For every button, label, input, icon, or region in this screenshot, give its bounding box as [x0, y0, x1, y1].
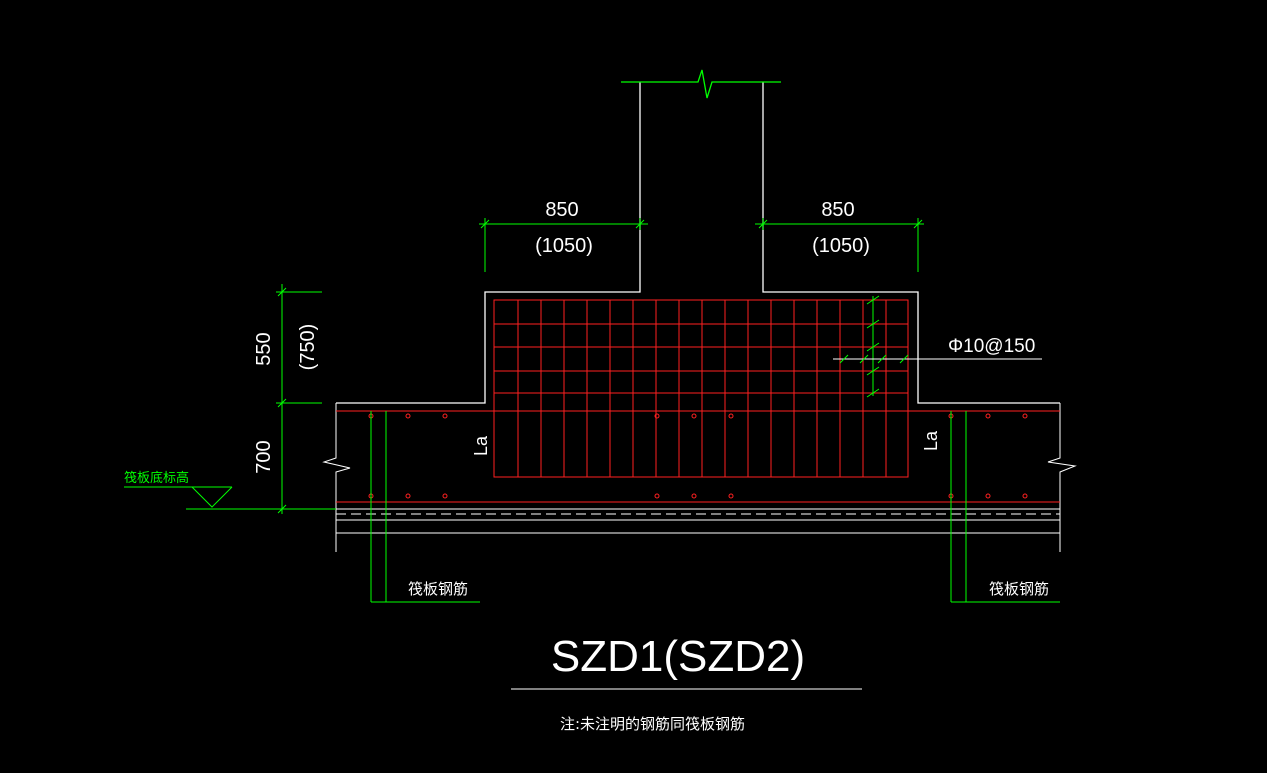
dim-left-width-alt: (1050)	[535, 235, 593, 257]
rebar-cage	[336, 299, 1060, 503]
dim-raft-thickness: 700	[253, 440, 275, 473]
drawing-title: SZD1(SZD2)	[551, 632, 805, 681]
dim-cap-height: 550	[253, 332, 275, 365]
raft-rebar-label-left: 筏板钢筋	[408, 580, 468, 598]
anchor-label-right: La	[921, 430, 941, 451]
dimension-lines	[124, 218, 1060, 603]
rebar-dots	[368, 413, 1028, 499]
dim-right-width: 850	[821, 199, 854, 221]
raft-bottom-lines	[322, 403, 1077, 552]
raft-bottom-elevation-label: 筏板底标高	[124, 470, 189, 486]
rebar-spec-label: Φ10@150	[948, 336, 1035, 357]
anchor-label-left: La	[471, 435, 491, 456]
dim-cap-height-alt: (750)	[297, 324, 319, 371]
dim-right-width-alt: (1050)	[812, 235, 870, 257]
raft-rebar-label-right: 筏板钢筋	[989, 580, 1049, 598]
drawing-note: 注:未注明的钢筋同筏板钢筋	[560, 715, 745, 733]
dim-left-width: 850	[545, 199, 578, 221]
